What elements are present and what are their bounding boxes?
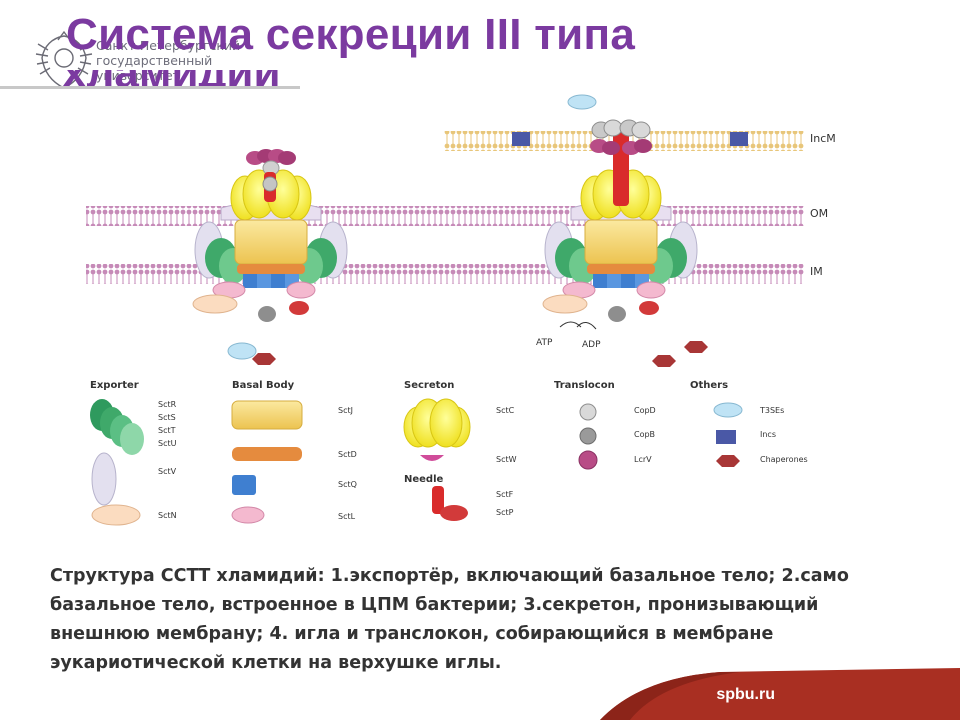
- chaperone-right-2: [684, 341, 708, 353]
- tip-complex-left: [246, 149, 296, 202]
- legend-heading-needle: Needle: [404, 474, 444, 485]
- legend-others-symbols: [713, 402, 743, 467]
- footer-band: [0, 668, 960, 720]
- legend-sctq: SctQ: [338, 480, 357, 489]
- university-name: Санкт-Петербургский государственный унив…: [96, 38, 240, 83]
- legend-heading-translocon: Translocon: [554, 380, 615, 391]
- legend-sctw: SctW: [496, 455, 517, 464]
- figure-caption: Структура ССТТ хламидий: 1.экспортёр, вк…: [50, 566, 849, 673]
- legend-translocon-symbols: [578, 403, 598, 470]
- t3ss-structure-figure: IncM OM IM: [66, 89, 870, 535]
- translocon-pore: [590, 119, 652, 155]
- legend-copb: CopB: [634, 430, 655, 439]
- legend-secreton-labels: SctC SctW SctF SctP: [496, 406, 517, 517]
- header-divider: [0, 86, 300, 89]
- legend-t3ses: T3SEs: [759, 406, 784, 415]
- legend-basal-symbols: [231, 400, 303, 524]
- legend-copd: CopD: [634, 406, 656, 415]
- legend-heading-secreton: Secreton: [404, 380, 454, 391]
- legend-sctu: SctU: [158, 439, 177, 448]
- legend-heading-basal-body: Basal Body: [232, 380, 295, 391]
- inner-membrane: [86, 264, 804, 284]
- effector-cytoplasm-left: [227, 342, 257, 360]
- injectisome-right: [542, 119, 698, 323]
- legend-exporter-symbols: [90, 399, 144, 526]
- slide-title: Система секреции III типа: [66, 10, 636, 59]
- legend-scts: SctS: [158, 413, 176, 422]
- legend-translocon-labels: CopD CopB LcrV: [634, 406, 656, 464]
- label-adp: ADP: [582, 340, 601, 350]
- legend-others-labels: T3SEs Incs Chaperones: [759, 406, 808, 464]
- t3ss-diagram: IncM OM IM: [86, 94, 836, 526]
- footer-url: spbu.ru: [716, 686, 775, 703]
- legend-sctn: SctN: [158, 511, 177, 520]
- logo-line-3: университет: [96, 68, 180, 83]
- label-atp: ATP: [536, 338, 553, 348]
- legend-sctc: SctC: [496, 406, 515, 415]
- legend-sctf: SctF: [496, 490, 514, 499]
- legend-secreton-symbols: [403, 398, 471, 521]
- legend-sctr: SctR: [158, 400, 177, 409]
- legend-sctl: SctL: [338, 512, 356, 521]
- chaperone-right-1: [652, 355, 676, 367]
- effector-secreted: [567, 94, 597, 110]
- label-incm: IncM: [810, 132, 836, 145]
- legend-chaperones: Chaperones: [760, 455, 808, 464]
- logo-line-1: Санкт-Петербургский: [96, 38, 241, 53]
- atp-arrow: [559, 321, 582, 328]
- legend-sctt: SctT: [158, 426, 176, 435]
- label-im: IM: [810, 265, 823, 278]
- legend-sctd: SctD: [338, 450, 357, 459]
- legend-exporter-labels: SctR SctS SctT SctU SctV SctN: [158, 400, 177, 520]
- legend-incs: Incs: [760, 430, 776, 439]
- logo-line-2: государственный: [96, 53, 213, 68]
- adp-arrow: [576, 322, 597, 330]
- label-om: OM: [810, 207, 828, 220]
- legend-sctp: SctP: [496, 508, 514, 517]
- legend-heading-exporter: Exporter: [90, 380, 139, 391]
- legend-sctv: SctV: [158, 467, 177, 476]
- legend-lcrv: LcrV: [634, 455, 652, 464]
- legend-sctj: SctJ: [338, 406, 353, 415]
- chaperone-left: [252, 353, 276, 365]
- needle-right: [613, 130, 629, 206]
- legend-basal-labels: SctJ SctD SctQ SctL: [338, 406, 357, 521]
- injectisome-left: [192, 149, 348, 323]
- outer-membrane: [86, 206, 804, 226]
- inc-protein-2: [730, 132, 748, 146]
- legend-headings: Exporter Basal Body Secreton Translocon …: [90, 380, 728, 485]
- legend-heading-others: Others: [690, 380, 728, 391]
- footer-shape: [600, 668, 960, 720]
- inc-protein-1: [512, 132, 530, 146]
